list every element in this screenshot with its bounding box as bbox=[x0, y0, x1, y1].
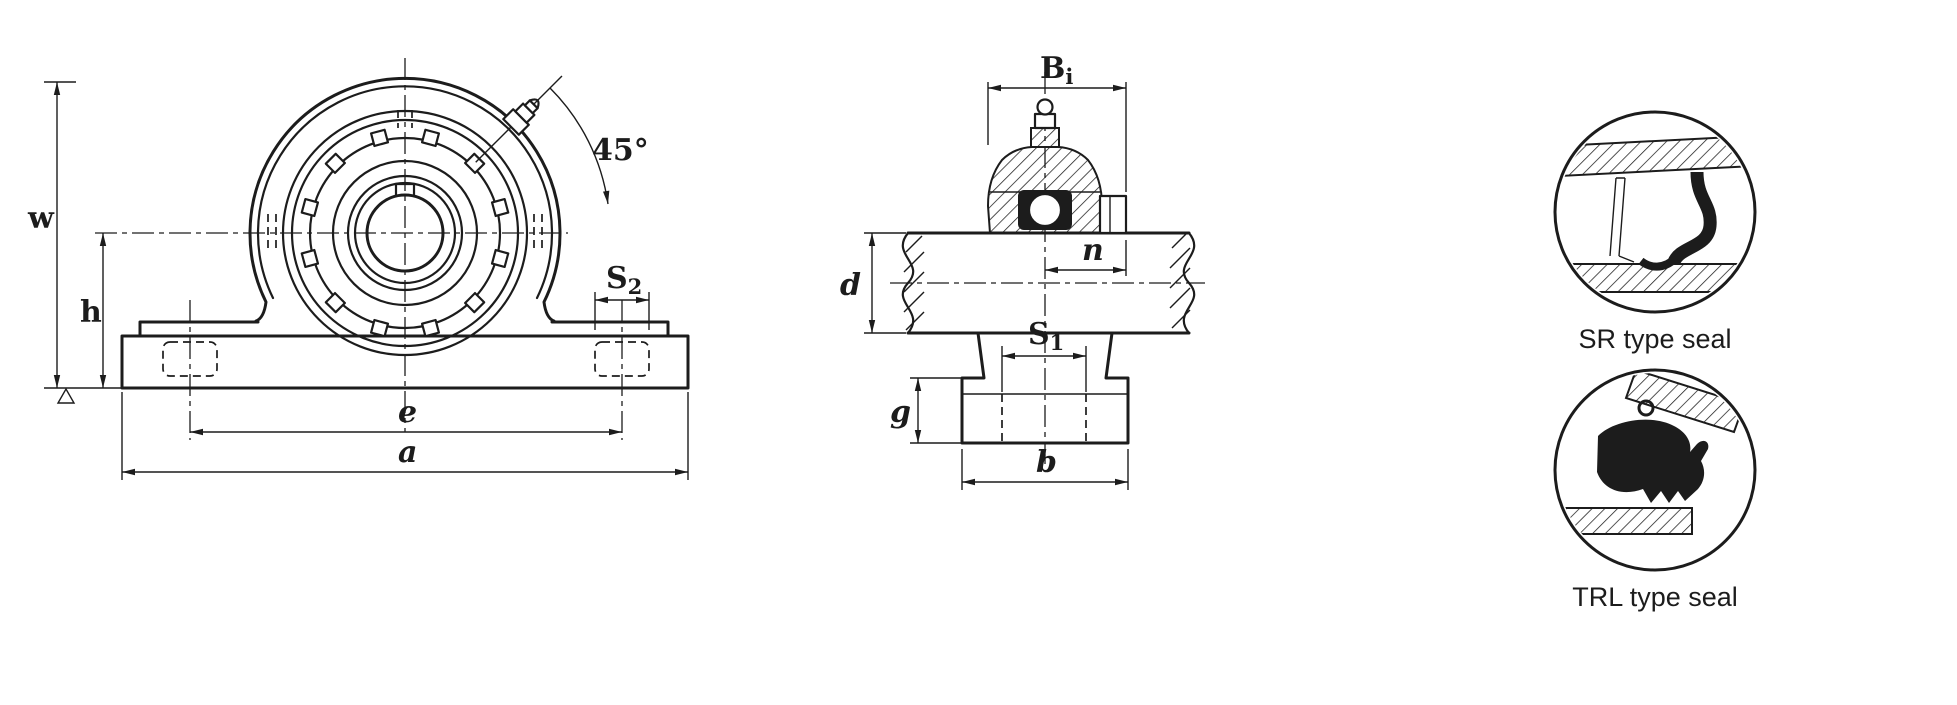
dim-label-s2: S2 bbox=[606, 261, 642, 299]
dim-label-n: n bbox=[1082, 233, 1104, 268]
dim-label-w: w bbox=[27, 201, 55, 236]
trl-inner-ring-section bbox=[1558, 507, 1693, 535]
dim-label-a: a bbox=[398, 435, 417, 470]
bearing-rings bbox=[281, 109, 529, 357]
sr-seal-detail: SR type seal bbox=[1553, 110, 1757, 354]
grease-fitting-side bbox=[1030, 98, 1060, 148]
angle-label: 45° bbox=[592, 133, 649, 168]
housing-section bbox=[986, 146, 1128, 235]
dim-label-e: e bbox=[398, 395, 417, 430]
sr-seal-label: SR type seal bbox=[1578, 324, 1731, 354]
dimension-d: d bbox=[840, 232, 906, 334]
dim-label-b: b bbox=[1036, 445, 1057, 480]
dim-label-d: d bbox=[840, 268, 861, 303]
dimension-g: g bbox=[890, 377, 962, 444]
side-view: Bi n d S1 g bbox=[840, 51, 1205, 490]
left-bolt-slot bbox=[162, 341, 218, 377]
sr-seal-lip-tip bbox=[1638, 254, 1679, 271]
sr-inner-ring-section bbox=[1558, 263, 1752, 293]
trl-garter-spring bbox=[1637, 399, 1655, 417]
pedestal-base-section bbox=[960, 331, 1130, 445]
dimension-bi: Bi bbox=[987, 51, 1127, 192]
seal-details: SR type seal TRL type seal bbox=[1553, 110, 1757, 612]
dimension-h: h bbox=[80, 233, 107, 388]
dim-label-s1: S1 bbox=[1028, 317, 1064, 355]
ball-section bbox=[1027, 192, 1063, 228]
trl-seal-detail: TRL type seal bbox=[1553, 368, 1757, 612]
angle-dimension: 45° bbox=[549, 87, 649, 205]
right-bolt-slot bbox=[594, 341, 650, 377]
trl-outer-ring-section bbox=[1624, 373, 1746, 434]
dimension-e: e bbox=[190, 395, 622, 436]
dimension-s2: S2 bbox=[594, 261, 650, 330]
dimension-n: n bbox=[1045, 233, 1127, 276]
dim-label-bi: Bi bbox=[1040, 51, 1073, 89]
side-boss bbox=[1098, 194, 1128, 235]
dimension-a: a bbox=[121, 392, 689, 480]
datum-triangle bbox=[56, 387, 76, 404]
shaft-break-left bbox=[901, 231, 915, 335]
lock-washer-teeth bbox=[300, 128, 510, 338]
dimension-w: w bbox=[27, 81, 122, 404]
keyway-notch bbox=[394, 182, 416, 198]
dimension-b: b bbox=[961, 445, 1129, 490]
trl-seal-label: TRL type seal bbox=[1572, 582, 1738, 612]
housing-dome bbox=[248, 77, 562, 323]
housing-base bbox=[120, 320, 690, 390]
front-view: 45° w h e a bbox=[27, 58, 690, 480]
grease-fitting bbox=[475, 75, 563, 163]
sr-slinger bbox=[1609, 177, 1635, 263]
trl-seal-body bbox=[1597, 419, 1709, 503]
hidden-seal-marks bbox=[267, 110, 543, 252]
shaft-section-hatch bbox=[903, 231, 1191, 331]
dimension-s1: S1 bbox=[1001, 317, 1087, 392]
sr-seal-lip bbox=[1667, 171, 1717, 266]
dim-label-g: g bbox=[890, 395, 911, 430]
dim-label-h: h bbox=[80, 295, 102, 330]
